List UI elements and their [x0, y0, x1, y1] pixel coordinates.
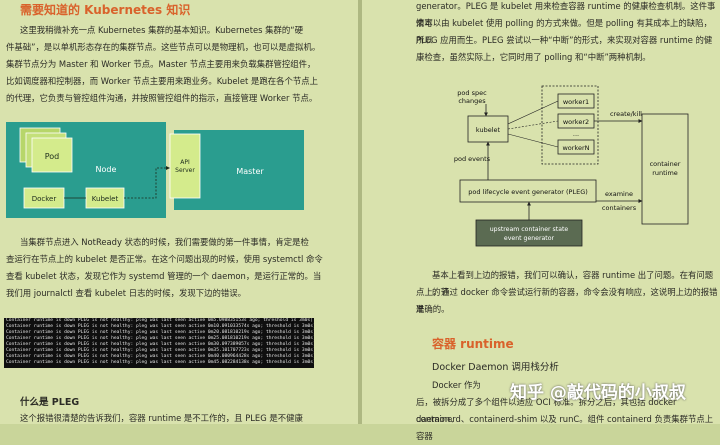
workerN-label: workerN — [562, 144, 589, 152]
right-para2-line-1: 基本上看到上边的报错，我们可以确认，容器 runtime 出了问题。在有问题的节 — [432, 270, 714, 297]
kubelet-label: Kubelet — [92, 195, 119, 203]
para2-line-4: 我们用 journalctl 查看 kubelet 日志的时候，发现下边的错误。 — [6, 288, 246, 298]
intro-line-5: 的代理，它负责与管控组件沟通，并按照管控组件的指示，直接管理 Worker 节点… — [6, 93, 318, 103]
server-label: Server — [175, 167, 195, 174]
container-runtime-box — [641, 113, 689, 225]
pod-spec-label: pod spec — [457, 89, 487, 97]
intro-line-4: 比如调度器和控制器，而 Worker 节点主要用来跑业务。Kubelet 是跑在… — [6, 76, 318, 86]
para2-line-1: 当集群节点进入 NotReady 状态的时候，我们需要做的第一件事情，肯定是检 — [20, 237, 309, 247]
right-page: generator。PLEG 是 kubelet 用来检查容器 runtime … — [362, 0, 720, 441]
terminal-output: Container runtime is down PLEG is not he… — [4, 318, 314, 368]
master-label: Master — [236, 167, 264, 176]
terminal-line: Container runtime is down PLEG is not he… — [6, 348, 314, 353]
cache-label-1: upstream container state — [490, 226, 569, 233]
terminal-line: Container runtime is down PLEG is not he… — [6, 324, 314, 329]
right-para2-line-3: 准确的。 — [416, 304, 450, 314]
kubelet-label: kubelet — [476, 126, 501, 134]
section-heading: 需要知道的 Kubernetes 知识 — [20, 3, 191, 17]
docker-subheading: Docker Daemon 调用栈分析 — [432, 362, 559, 373]
terminal-line: Container runtime is down PLEG is not he… — [6, 330, 314, 335]
worker1-label: worker1 — [563, 98, 589, 106]
right-line-1: generator。PLEG 是 kubelet 用来检查容器 runtime … — [416, 1, 716, 28]
right-line-4: 康检查，虽然实际上，它同时用了 polling 和“中断”两种机制。 — [416, 52, 651, 62]
zhihu-watermark: 知乎 @敲代码的小叔叔 — [510, 383, 686, 403]
bottom-line-3: containerd、containerd-shim 以及 runC。组件 co… — [416, 414, 714, 441]
bottom-line-1: Docker 作为 — [432, 380, 481, 390]
api-label: API — [180, 159, 190, 166]
para2-line-2: 查运行在节点上的 kubelet 是否正常。在这个问题出现的时候，使用 syst… — [6, 254, 323, 264]
book-gutter — [358, 0, 362, 424]
right-line-3: PLEG 应用而生。PLEG 尝试以一种“中断”的形式，来实现对容器 runti… — [416, 35, 713, 45]
para2-line-3: 查看 kubelet 状态，发现它作为 systemd 管理的一个 daemon… — [6, 271, 322, 281]
left-page: 需要知道的 Kubernetes 知识 这里我稍微补充一点 Kubernetes… — [0, 0, 358, 424]
kubelet-worker2-line — [507, 120, 559, 130]
api-server-box — [169, 133, 201, 199]
terminal-line: Container runtime is down PLEG is not he… — [6, 360, 314, 365]
node-label: Node — [96, 165, 117, 174]
cache-box — [475, 219, 583, 247]
terminal-line: Container runtime is down PLEG is not he… — [6, 318, 313, 323]
kubelet-api-link — [124, 167, 170, 199]
pleg-label: pod lifecycle event generator (PLEG) — [468, 188, 588, 196]
right-para2-line-2: 点上，通过 docker 命令尝试运行新的容器，命令会没有响应，这说明上边的报错… — [416, 287, 718, 314]
right-line-2: 来可以由 kubelet 使用 polling 的方式来做。但是 polling… — [416, 18, 712, 45]
terminal-line: Container runtime is down PLEG is not he… — [6, 342, 314, 347]
intro-line-3: 集群节点分为 Master 和 Worker 节点。Master 节点主要用来负… — [6, 59, 316, 69]
cache-label-2: event generator — [504, 235, 555, 242]
pod-spec-changes-label: changes — [458, 97, 486, 105]
create-kill-label: create/kill — [610, 110, 642, 118]
runtime-label: runtime — [652, 169, 678, 177]
terminal-line: Container runtime is down PLEG is not he… — [6, 336, 314, 341]
cluster-diagram: Pod Node Docker Kubelet API Server Maste… — [6, 122, 304, 218]
runtime-heading: 容器 runtime — [432, 337, 514, 351]
pod-events-label: pod events — [454, 155, 491, 163]
arrow-head — [166, 166, 170, 170]
containers-label: containers — [602, 204, 637, 212]
bottom-line-2: 后，被拆分成了多个组件以适应 OCI 标准。拆分之后，其包括 docker da… — [416, 397, 677, 424]
docker-label: Docker — [32, 195, 57, 203]
kubelet-workerN-line — [507, 133, 559, 148]
intro-line-1: 这里我稍微补充一点 Kubernetes 集群的基本知识。Kubernetes … — [20, 25, 304, 35]
examine-label: examine — [605, 190, 633, 198]
worker2-label: worker2 — [563, 118, 589, 126]
last-line: 这个报错很清楚的告诉我们，容器 runtime 是不工作的，且 PLEG 是不健… — [20, 413, 303, 423]
intro-line-2: 件基础”，是以单机形态存在的集群节点。这些节点可以是物理机，也可以是虚拟机。 — [6, 42, 321, 52]
pleg-subheading: 什么是 PLEG — [20, 397, 80, 408]
workers-group — [541, 85, 599, 165]
pod-box — [31, 137, 73, 173]
terminal-line: Container runtime is down PLEG is not he… — [6, 354, 314, 359]
container-label: container — [650, 160, 681, 168]
workers-ellipsis: ... — [573, 130, 579, 138]
kubelet-worker1-line — [507, 100, 559, 125]
pod-label: Pod — [45, 152, 60, 161]
pleg-diagram: pod spec changes kubelet worker1 worker2… — [454, 85, 689, 247]
